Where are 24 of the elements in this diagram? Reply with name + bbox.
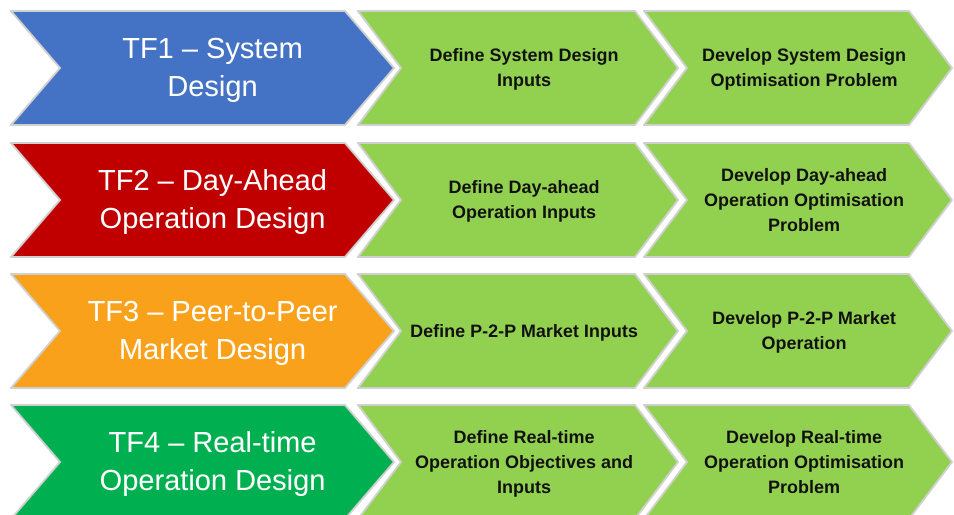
step-label: Define Day-ahead Operation Inputs <box>447 176 601 224</box>
step-label: TF3 – Peer-to-Peer Market Design <box>86 295 338 368</box>
step-label: Develop P-2-P Market Operation <box>711 307 897 355</box>
step-label: Develop System Design Optimisation Problem <box>700 44 908 92</box>
step-label: Define P-2-P Market Inputs <box>410 320 638 343</box>
step-label: TF4 – Real-time Operation Design <box>98 426 326 499</box>
step-label: Define System Design Inputs <box>428 44 620 92</box>
step-label: TF1 – System Design <box>121 32 304 105</box>
process-step <box>10 404 395 515</box>
process-step <box>357 142 679 258</box>
process-step <box>357 404 679 515</box>
step-label: TF2 – Day-Ahead Operation Design <box>97 164 328 237</box>
step-label: Develop Real-time Operation Optimisation Problem <box>702 426 905 498</box>
process-step <box>643 404 953 515</box>
process-step <box>643 10 953 126</box>
process-step <box>10 142 395 258</box>
process-step <box>10 10 395 126</box>
step-label: Develop Day-ahead Operation Optimisation Problem <box>702 164 905 236</box>
process-step <box>10 273 395 389</box>
process-step <box>357 273 679 389</box>
step-label: Define Real-time Operation Objectives and Inputs <box>414 426 634 499</box>
process-step <box>643 142 953 258</box>
process-step <box>643 273 953 389</box>
process-step <box>357 10 679 126</box>
